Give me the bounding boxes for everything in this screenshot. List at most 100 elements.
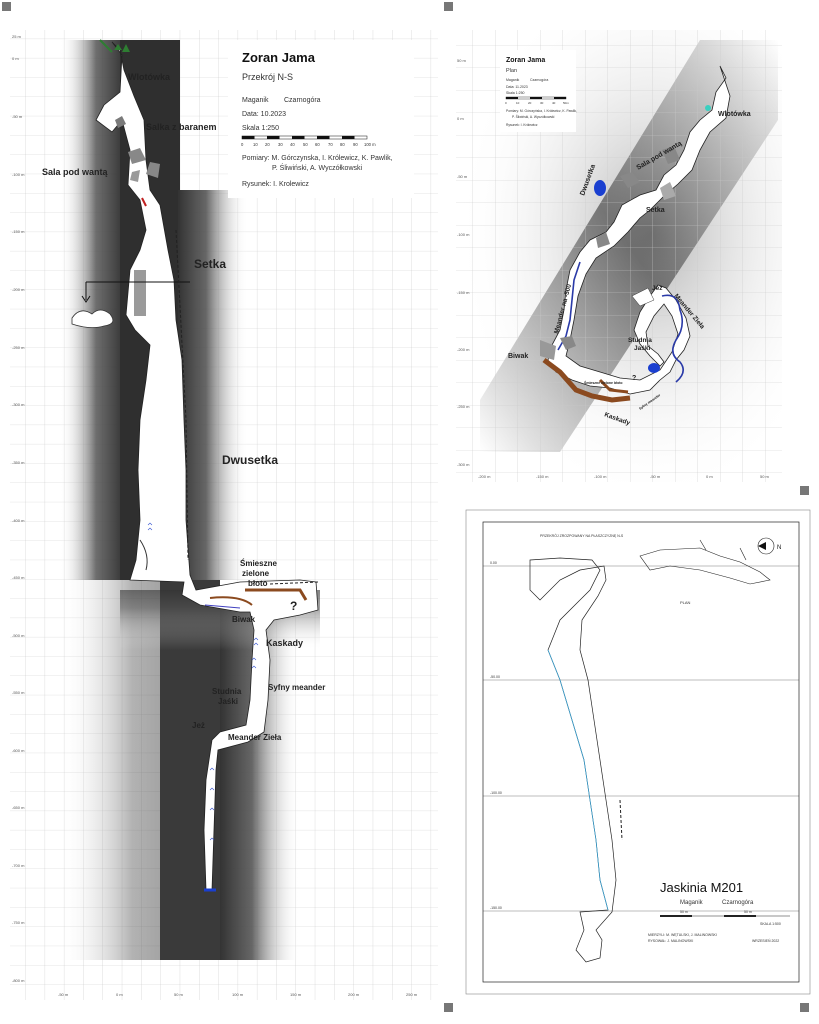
- section-y-axis: 25 m 0 m -50 m -100 m -150 m -200 m -250…: [12, 34, 25, 983]
- plan-country: Czarnogóra: [530, 78, 548, 82]
- label-kaskady: Kaskady: [266, 638, 303, 648]
- section-region: Maganik: [242, 97, 269, 104]
- label-dwusetka: Dwusetka: [222, 453, 278, 467]
- section-panel: 25 m 0 m -50 m -100 m -150 m -200 m -250…: [10, 30, 438, 1000]
- plan-drawing: Rysunek: I. Królewicz: [506, 123, 538, 127]
- section-country: Czarnogóra: [284, 97, 321, 104]
- plan-surveyors-2: P. Śliwiński, A. Wyczółkowski: [512, 114, 555, 119]
- label-jez: Jeż: [192, 721, 205, 730]
- section-y-tick: -100 m: [12, 172, 25, 177]
- plan-y-tick: 0 m: [457, 116, 464, 121]
- plan-title: Zoran Jama: [506, 57, 545, 64]
- section-x-tick: -50 m: [58, 992, 69, 997]
- m201-credits-2: RYSOWAŁ: J. MALINOWSKI: [648, 939, 693, 943]
- plan-x-tick: -50 m: [650, 474, 661, 479]
- plan-scale-tick: 50m: [563, 101, 569, 105]
- label-smieszne: Śmieszne: [240, 559, 277, 568]
- m201-depth: -100.00: [490, 791, 502, 795]
- m201-north-arrow: N: [757, 537, 781, 555]
- plan-surveyors-1: Pomiary: M. Górczyńska, I. Królewicz, K.…: [506, 109, 577, 113]
- section-y-tick: -450 m: [12, 575, 25, 580]
- plan-label-jez: Jeż: [652, 285, 663, 292]
- plan-y-tick: -300 m: [457, 462, 470, 467]
- section-scale-tick: 30: [278, 142, 283, 147]
- section-scale-tick: 70: [328, 142, 333, 147]
- label-zielone: zielone: [242, 569, 270, 578]
- section-scale-tick: 90: [353, 142, 358, 147]
- section-x-tick: 0 m: [116, 992, 123, 997]
- m201-profile: [529, 557, 617, 963]
- plan-y-tick: -50 m: [457, 174, 468, 179]
- section-scale-tick: 60: [315, 142, 320, 147]
- m201-scale-tick: 50 m: [680, 910, 688, 914]
- section-y-tick: -500 m: [12, 633, 25, 638]
- plan-x-axis: -200 m -150 m -100 m -50 m 0 m 50 m: [478, 474, 770, 479]
- plan-label-biwak: Biwak: [508, 353, 528, 360]
- plan-y-tick: -150 m: [457, 290, 470, 295]
- plan-x-tick: -150 m: [536, 474, 549, 479]
- section-x-axis: -50 m 0 m 50 m 100 m 150 m 200 m 250 m: [58, 992, 418, 997]
- section-title: Zoran Jama: [242, 50, 316, 65]
- plan-label-setka: Setka: [646, 207, 665, 214]
- section-y-tick: -650 m: [12, 805, 25, 810]
- section-scale-tick: 10: [253, 142, 258, 147]
- m201-region: Maganik: [680, 900, 704, 906]
- section-y-tick: -550 m: [12, 690, 25, 695]
- label-sala: Sala pod wantą: [42, 167, 109, 177]
- label-wlotowka: Wlotówka: [128, 72, 171, 82]
- m201-depth: -50.00: [490, 675, 500, 679]
- m201-plan-label: PLAN: [680, 600, 691, 605]
- section-y-tick: -300 m: [12, 402, 25, 407]
- label-studnia-2: Jaśki: [218, 697, 238, 706]
- label-meander: Meander Zieła: [228, 733, 282, 742]
- section-y-tick: 25 m: [12, 34, 22, 39]
- section-scale-tick: 50: [303, 142, 308, 147]
- plan-x-tick: 0 m: [706, 474, 713, 479]
- plan-x-tick: 50 m: [760, 474, 770, 479]
- section-scale: Skala 1:250: [242, 125, 279, 132]
- section-x-tick: 200 m: [348, 992, 360, 997]
- section-scale-tick: 40: [290, 142, 295, 147]
- plan-label-q: ?: [632, 375, 636, 382]
- section-subtitle: Przekrój N-S: [242, 72, 293, 82]
- m201-depth: -150.00: [490, 906, 502, 910]
- section-date: Data: 10.2023: [242, 111, 286, 118]
- label-syfny: Syfny meander: [268, 683, 325, 692]
- section-scale-tick: 100 m: [364, 142, 376, 147]
- plan-y-tick: -200 m: [457, 347, 470, 352]
- plan-x-tick: -100 m: [594, 474, 607, 479]
- label-biwak: Biwak: [232, 615, 256, 624]
- m201-mini-plan: [639, 547, 771, 585]
- section-y-tick: -350 m: [12, 460, 25, 465]
- m201-profile-heading: PRZEKRÓJ ZROZPOWANY NA PŁASZCZYZNĘ N-S: [540, 533, 624, 538]
- plan-label-studnia-2: Jaśki: [634, 345, 650, 352]
- section-y-tick: -800 m: [12, 978, 25, 983]
- m201-title: Jaskinia M201: [660, 880, 743, 895]
- m201-scale-text: SKALA 1:500: [760, 922, 781, 926]
- m201-credits-1: MIERZYLI: M. WĘTULSKI, J. MALINOWSKI: [648, 933, 717, 937]
- section-x-tick: 50 m: [174, 992, 184, 997]
- corner-marker: [800, 1003, 809, 1012]
- section-labels: Wlotówka Salka z baranem Sala pod wantą …: [42, 72, 325, 742]
- section-scale-tick: 20: [265, 142, 270, 147]
- plan-label-studnia-1: Studnia: [628, 337, 652, 344]
- m201-depth: 0.00: [490, 561, 497, 565]
- label-salka: Salka z baranem: [146, 122, 217, 132]
- plan-scale-tick: 20: [528, 101, 532, 105]
- section-title-block: Zoran Jama Przekrój N-S Maganik Czarnogó…: [228, 40, 414, 198]
- plan-label-smieszne: Śmieszne zielone błoto: [584, 380, 623, 385]
- plan-scale-tick: 30: [540, 101, 544, 105]
- corner-marker: [2, 2, 11, 11]
- section-y-tick: 0 m: [12, 56, 19, 61]
- plan-title-block: Zoran Jama Plan Maganik Czarnogóra Data:…: [500, 50, 577, 132]
- section-scale-tick: 80: [340, 142, 345, 147]
- section-surveyors-2: P. Śliwiński, A. Wyczółkowski: [272, 163, 362, 172]
- section-y-tick: -700 m: [12, 863, 25, 868]
- section-y-tick: -400 m: [12, 518, 25, 523]
- plan-scale-tick: 40: [552, 101, 556, 105]
- plan-y-tick: 50 m: [457, 58, 467, 63]
- section-scale-bar: [241, 135, 368, 140]
- plan-scale: Skala 1:250: [506, 91, 525, 95]
- section-surveyors-1: Pomiary: M. Górczynska, I. Królewicz, K.…: [242, 155, 393, 162]
